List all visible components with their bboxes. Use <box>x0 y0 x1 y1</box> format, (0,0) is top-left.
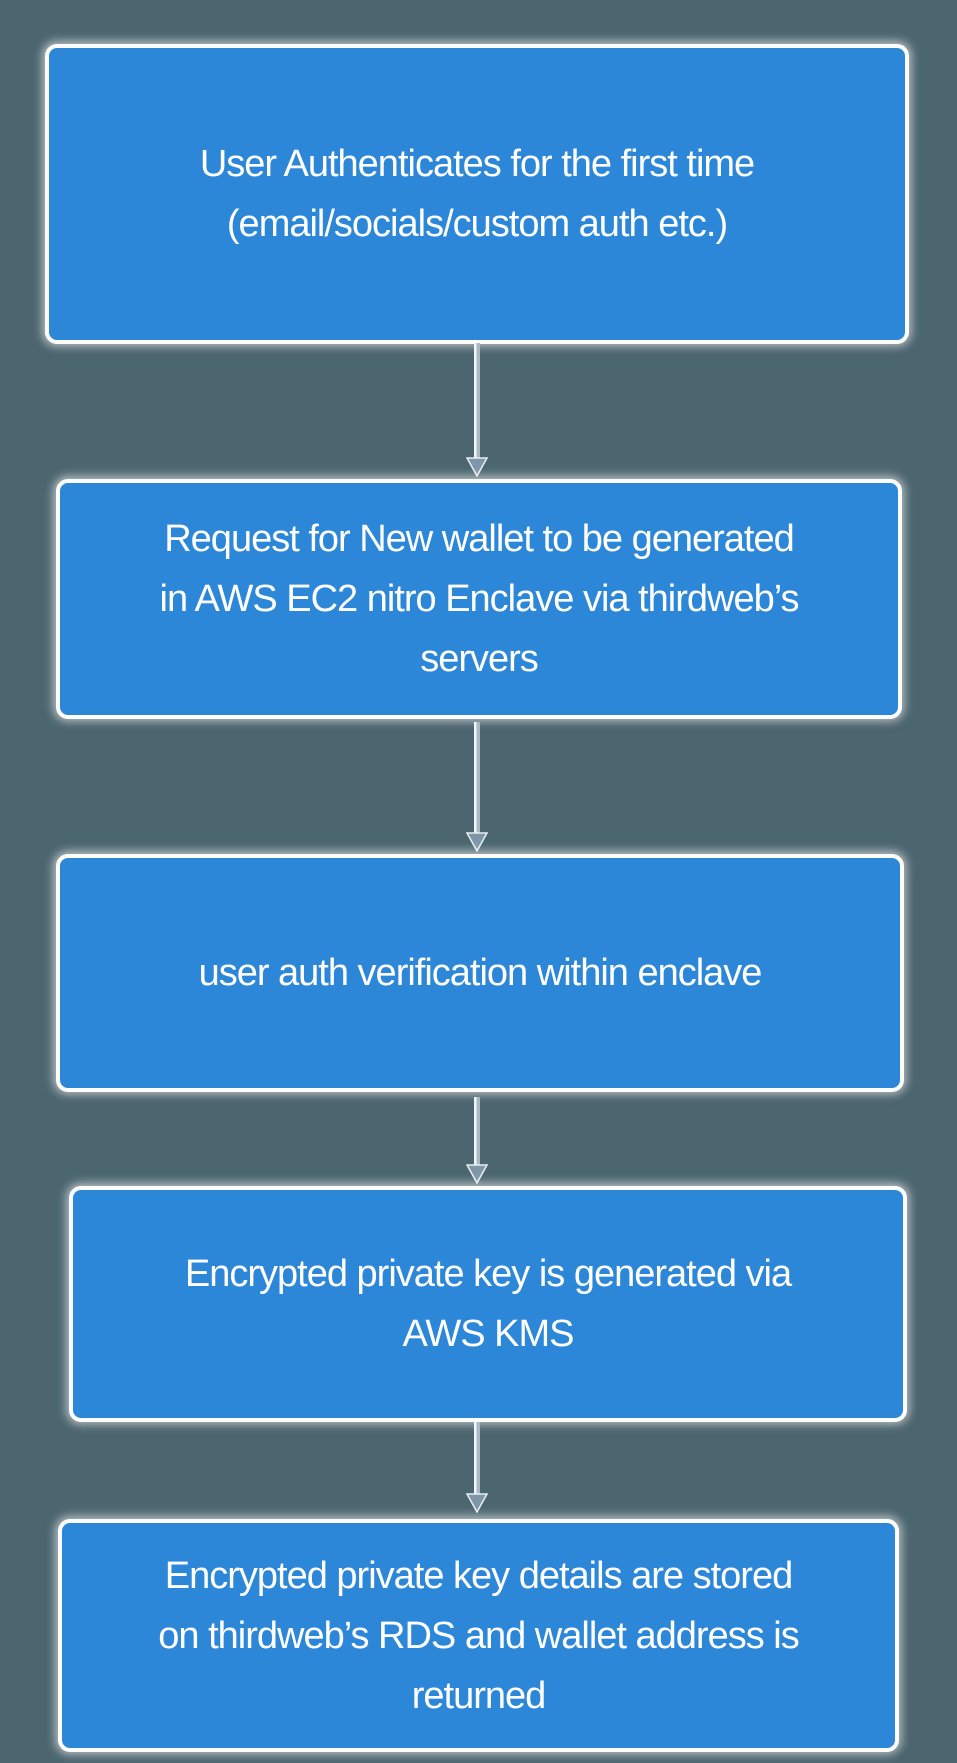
arrow-down-icon-1 <box>466 343 488 477</box>
flow-step-5: Encrypted private key details are stored… <box>58 1519 899 1752</box>
step-text-line: Encrypted private key is generated via <box>184 1253 792 1295</box>
flow-step-2: Request for New wallet to be generated in… <box>56 479 902 719</box>
arrow-down-icon-2 <box>466 722 488 852</box>
step-text-line: AWS KMS <box>402 1313 574 1355</box>
flow-step-3: user auth verification within enclave <box>56 854 904 1092</box>
step-text-line: returned <box>411 1674 547 1717</box>
step-text-line: Request for New wallet to be generated <box>164 518 795 560</box>
flow-step-1: User Authenticates for the first time (em… <box>45 44 909 344</box>
step-text-line: servers <box>420 638 539 680</box>
step-text-line: user auth verification within enclave <box>198 952 763 994</box>
step-text-line: (email/socials/custom auth etc.) <box>226 203 728 245</box>
step-text-line: in AWS EC2 nitro Enclave via thirdweb’s <box>159 578 800 620</box>
step-text-line: on thirdweb’s RDS and wallet address is <box>158 1614 799 1657</box>
step-text-line: Encrypted private key details are stored <box>164 1554 793 1597</box>
step-text-line: User Authenticates for the first time <box>199 143 755 185</box>
arrow-down-icon-4 <box>466 1422 488 1513</box>
arrow-down-icon-3 <box>466 1097 488 1184</box>
